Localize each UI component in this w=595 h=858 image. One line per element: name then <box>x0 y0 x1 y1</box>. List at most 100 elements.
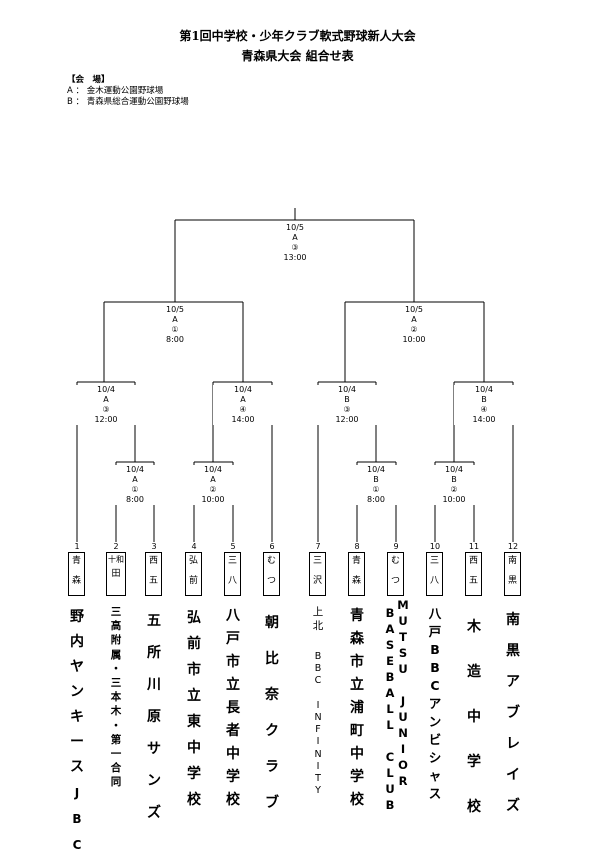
region-box: 西 五 <box>465 552 482 596</box>
match-date: 10/4 <box>475 385 493 394</box>
region-char: 西 <box>468 556 478 566</box>
team-name-line: 朝比奈クラブ <box>265 615 279 811</box>
match-r1b: 10/4 A ② 10:00 <box>183 465 243 505</box>
team-name: 弘前市立東中学校 <box>185 605 203 813</box>
match-qf2: 10/4 A ④ 14:00 <box>213 385 273 425</box>
region-char: む <box>390 556 400 566</box>
match-number: ③ <box>291 243 299 252</box>
team-name: 五所川原サンズ <box>145 605 163 829</box>
region-char: 前 <box>188 576 198 586</box>
match-date: 10/4 <box>126 465 144 474</box>
region-char: 十和 <box>108 555 124 564</box>
match-semi-right: 10/5 A ② 10:00 <box>384 305 444 345</box>
team-name-line: 八戸市立長者中学校 <box>226 608 240 808</box>
match-number: ③ <box>102 405 110 414</box>
match-date: 10/5 <box>405 305 423 314</box>
region-box: 三 沢 <box>309 552 326 596</box>
venue-b: B ： 青森県総合運動公園野球場 <box>67 97 189 107</box>
seed-number: 11 <box>468 542 480 551</box>
region-char: 八 <box>429 576 439 586</box>
region-char: 南 <box>507 556 517 566</box>
match-number: ② <box>450 485 458 494</box>
match-time: 10:00 <box>201 495 225 504</box>
match-number: ④ <box>480 405 488 414</box>
match-qf3: 10/4 B ③ 12:00 <box>317 385 377 425</box>
seed-number: 3 <box>151 542 157 551</box>
match-venue: A <box>240 395 246 404</box>
team-name-line: 上北 <box>312 606 324 632</box>
team-name: 木造中学校 <box>465 605 483 830</box>
region-char: 五 <box>148 576 158 586</box>
region-box: 西 五 <box>145 552 162 596</box>
region-char: 西 <box>148 556 158 566</box>
team-name: 朝比奈クラブ <box>263 605 281 821</box>
match-venue: B <box>344 395 350 404</box>
region-char: む <box>266 556 276 566</box>
region-char: 田 <box>111 569 121 579</box>
region-char: 青 <box>71 556 81 566</box>
match-qf1: 10/4 A ③ 12:00 <box>76 385 136 425</box>
match-date: 10/4 <box>367 465 385 474</box>
team-name-line: 三高附属・ <box>110 606 122 675</box>
seed-number: 5 <box>230 542 236 551</box>
tournament-title: 第1回中学校・少年クラブ軟式野球新人大会 <box>179 29 416 43</box>
match-final: 10/5 A ③ 13:00 <box>265 223 325 263</box>
region-char: 五 <box>468 576 478 586</box>
seed-number: 6 <box>269 542 275 551</box>
match-date: 10/4 <box>234 385 252 394</box>
match-number: ④ <box>239 405 247 414</box>
region-box: 三 八 <box>426 552 443 596</box>
region-char: 三 <box>429 556 439 566</box>
match-date: 10/4 <box>338 385 356 394</box>
match-date: 10/4 <box>204 465 222 474</box>
match-venue: A <box>292 233 298 242</box>
region-char: 黒 <box>507 576 517 586</box>
region-char: 弘 <box>188 556 198 566</box>
region-char: 八 <box>227 576 237 586</box>
match-venue: A <box>172 315 178 324</box>
match-venue: B <box>481 395 487 404</box>
team-name-line: 弘前市立東中学校 <box>187 610 201 808</box>
match-time: 12:00 <box>94 415 118 424</box>
region-box: 青 森 <box>348 552 365 596</box>
match-r1c: 10/4 B ① 8:00 <box>346 465 406 505</box>
match-date: 10/4 <box>445 465 463 474</box>
match-r1d: 10/4 B ② 10:00 <box>424 465 484 505</box>
match-number: ② <box>209 485 217 494</box>
team-name: 青森市立浦町中学校 <box>348 605 366 812</box>
region-char: 沢 <box>312 576 322 586</box>
match-number: ① <box>372 485 380 494</box>
match-time: 13:00 <box>283 253 307 262</box>
match-number: ② <box>410 325 418 334</box>
seed-number: 8 <box>354 542 360 551</box>
region-box: 三 八 <box>224 552 241 596</box>
match-venue: A <box>103 395 109 404</box>
match-venue: B <box>373 475 379 484</box>
seed-number: 1 <box>74 542 80 551</box>
tournament-subtitle: 青森県大会 組合せ表 <box>241 49 354 63</box>
match-date: 10/5 <box>286 223 304 232</box>
team-name-line: 五所川原サンズ <box>147 613 161 821</box>
seed-number: 9 <box>393 542 399 551</box>
match-number: ③ <box>343 405 351 414</box>
match-time: 8:00 <box>367 495 385 504</box>
seed-number: 4 <box>191 542 197 551</box>
match-time: 8:00 <box>126 495 144 504</box>
match-date: 10/4 <box>97 385 115 394</box>
region-box: む つ <box>263 552 280 596</box>
match-number: ① <box>171 325 179 334</box>
team-name-line: 南黒アブレイズ <box>506 612 520 814</box>
seed-number: 7 <box>315 542 321 551</box>
team-name: 南黒アブレイズ <box>504 605 522 822</box>
match-semi-left: 10/5 A ① 8:00 <box>145 305 205 345</box>
region-char: 三 <box>312 556 322 566</box>
region-char: 森 <box>71 576 81 586</box>
